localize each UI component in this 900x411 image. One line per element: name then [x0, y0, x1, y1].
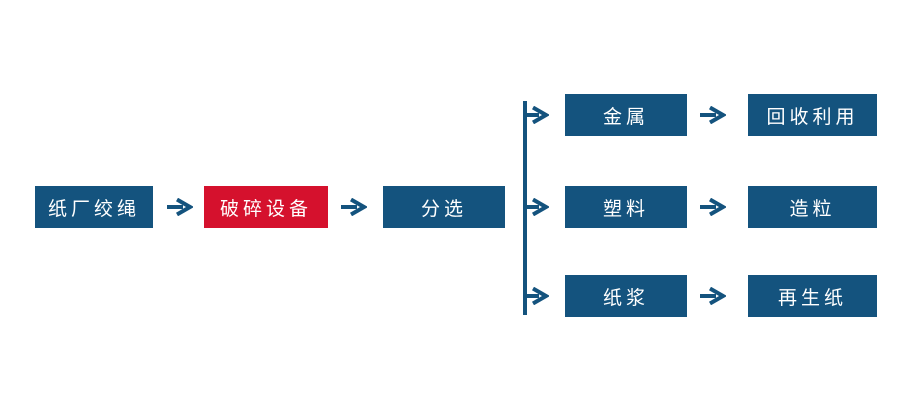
- arrow-right-icon: [700, 287, 726, 305]
- arrow-right-icon: [700, 106, 726, 124]
- node-recycling-reuse: 回收利用: [748, 94, 877, 136]
- node-recycled-paper: 再生纸: [748, 275, 877, 317]
- node-paper-mill-rope: 纸厂绞绳: [35, 186, 153, 228]
- node-plastic: 塑料: [565, 186, 687, 228]
- arrow-right-icon: [523, 287, 549, 305]
- node-sorting: 分选: [383, 186, 505, 228]
- arrow-right-icon: [523, 106, 549, 124]
- node-crushing-equipment: 破碎设备: [204, 186, 328, 228]
- arrow-right-icon: [700, 198, 726, 216]
- arrow-right-icon: [341, 198, 367, 216]
- node-pulp: 纸浆: [565, 275, 687, 317]
- arrow-right-icon: [523, 198, 549, 216]
- arrow-right-icon: [167, 198, 193, 216]
- node-metal: 金属: [565, 94, 687, 136]
- node-pelletizing: 造粒: [748, 186, 877, 228]
